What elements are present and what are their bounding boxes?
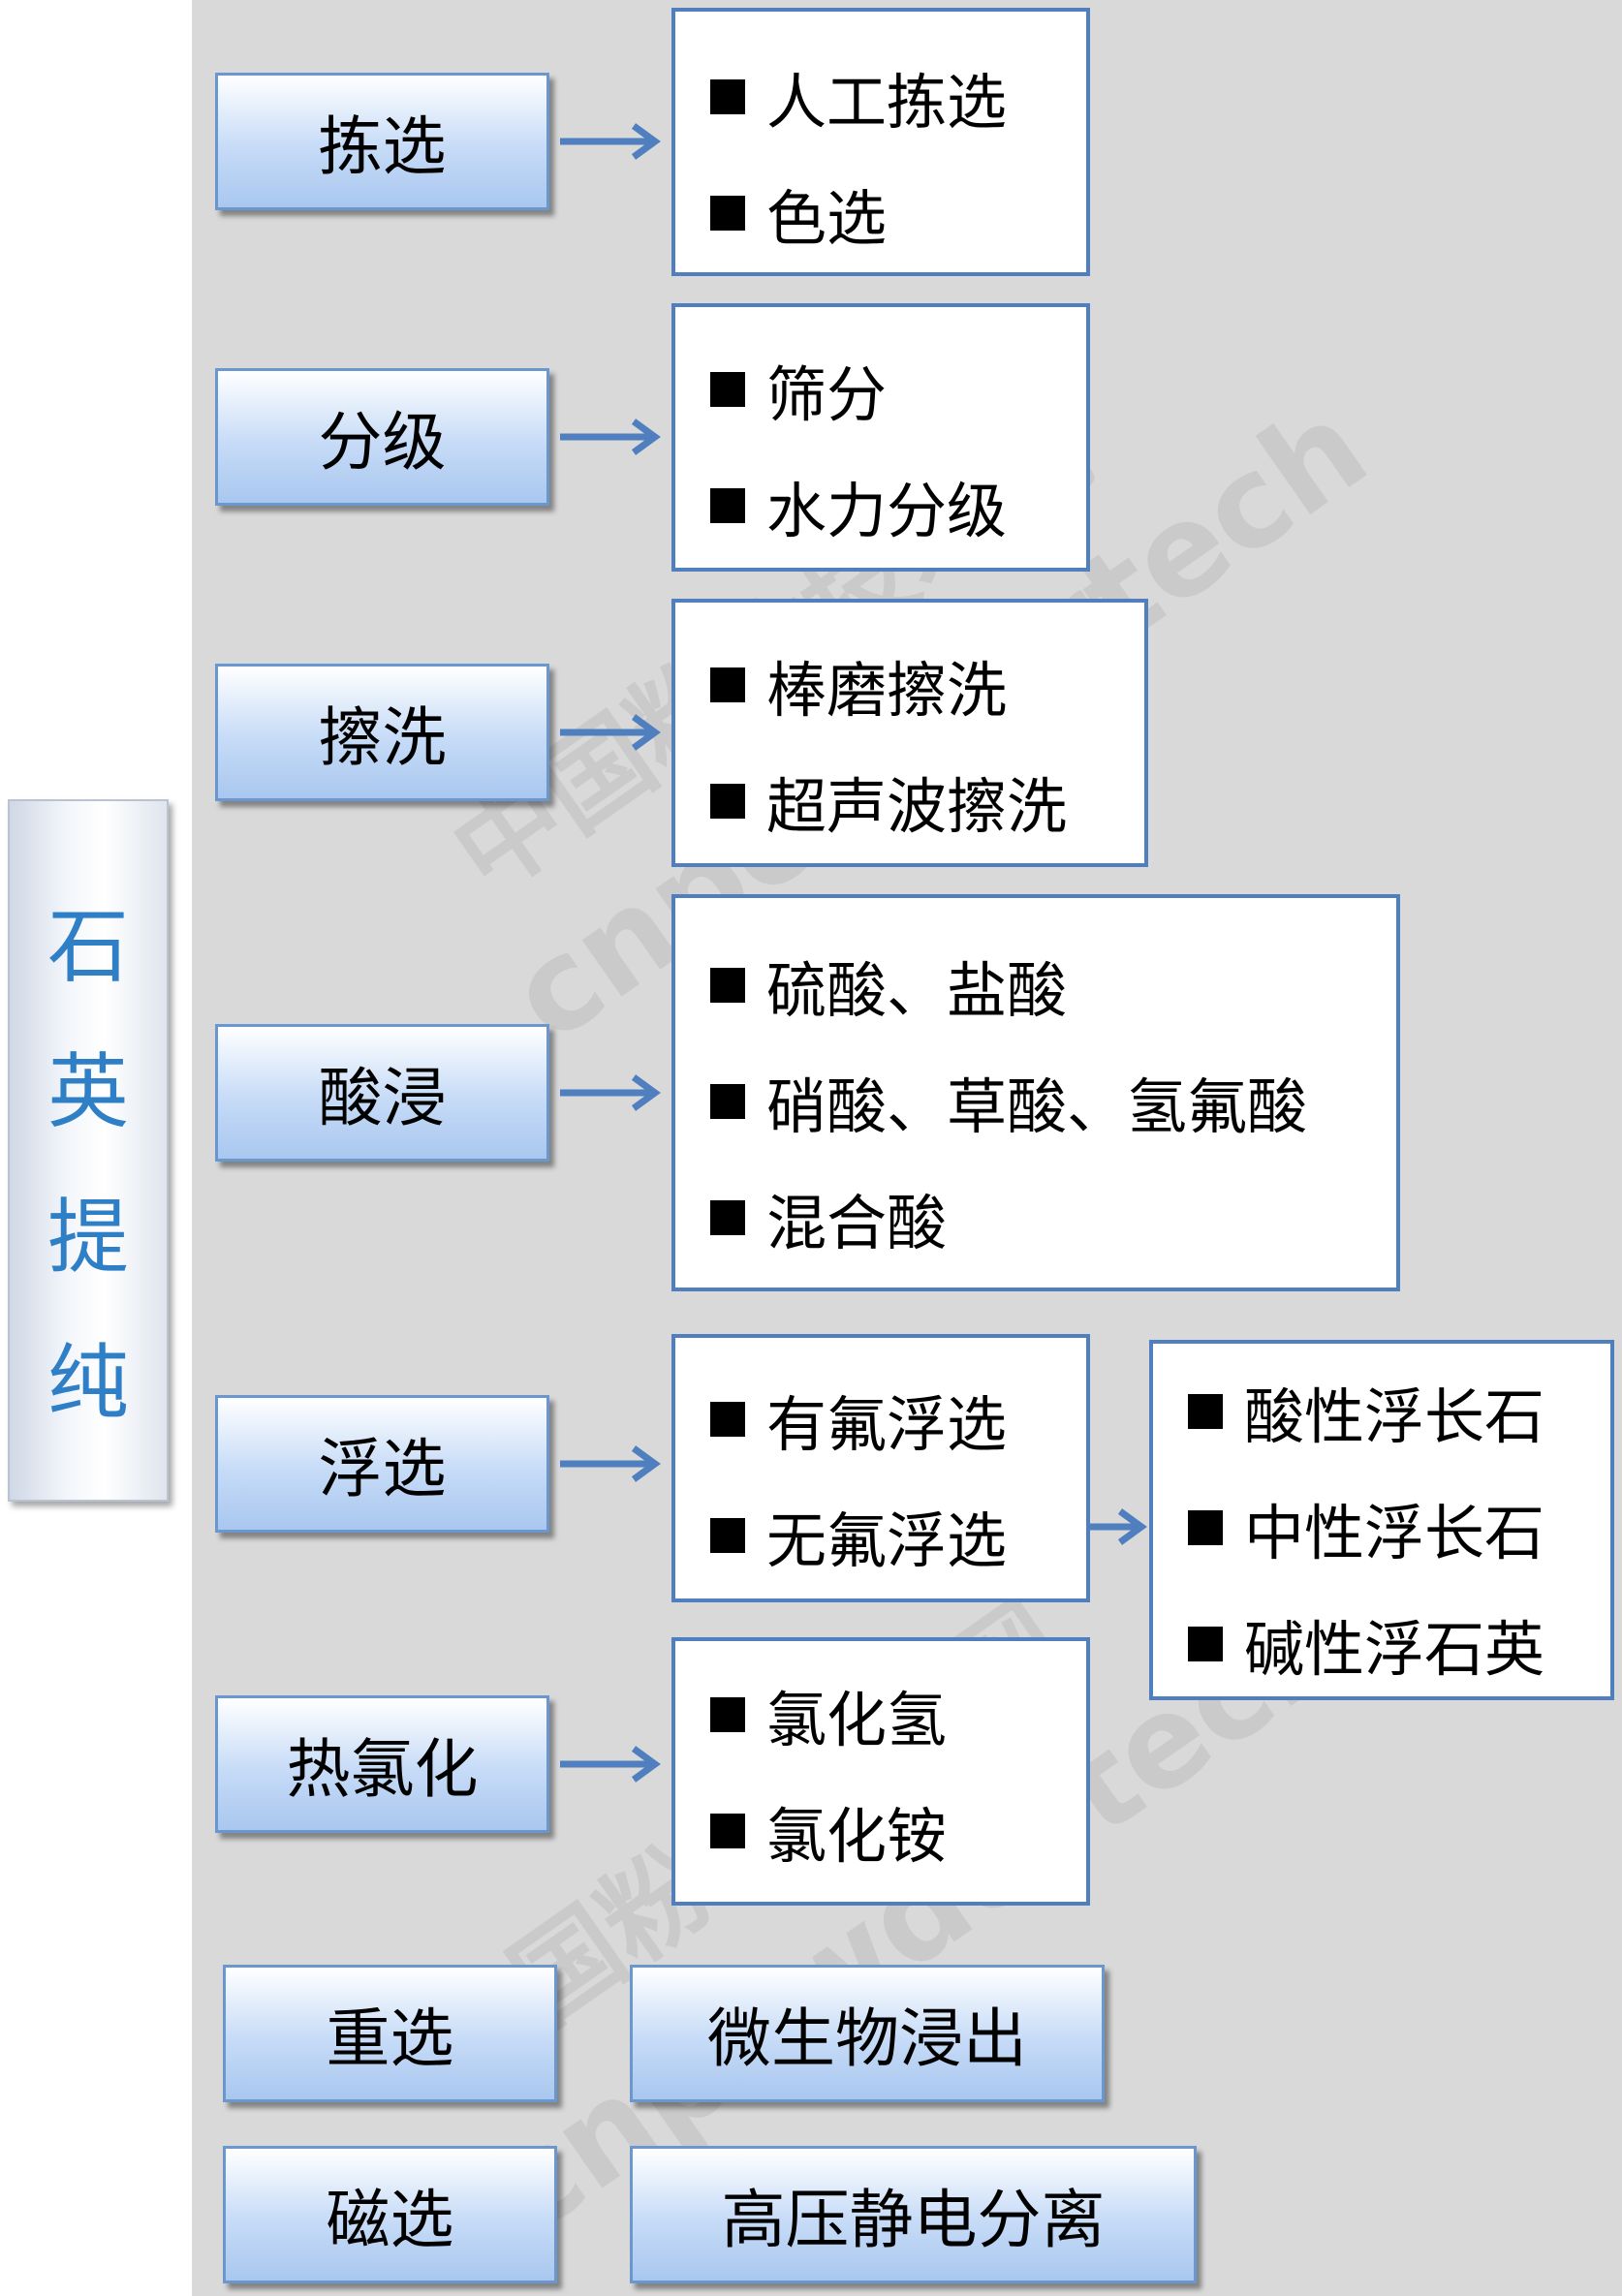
list-item: 有氟浮选	[710, 1381, 1007, 1460]
list-item: 硝酸、草酸、氢氟酸	[710, 1063, 1307, 1142]
list-item: 混合酸	[710, 1179, 947, 1258]
list-item: 碱性浮石英	[1188, 1605, 1544, 1685]
square-bullet-icon	[710, 488, 745, 523]
square-bullet-icon	[710, 1200, 745, 1235]
method-label: 磁选	[326, 2183, 454, 2257]
root-node: 石 英 提 纯	[8, 799, 169, 1502]
square-bullet-icon	[710, 968, 745, 1003]
detail-box: 人工拣选 色选	[671, 8, 1090, 276]
item-label: 中性浮长石	[1244, 1498, 1545, 1568]
square-bullet-icon	[710, 784, 745, 819]
item-label: 氯化氢	[766, 1685, 948, 1755]
item-label: 酸性浮长石	[1244, 1381, 1545, 1452]
square-bullet-icon	[710, 1402, 745, 1437]
item-label: 水力分级	[766, 476, 1008, 546]
list-item: 中性浮长石	[1188, 1489, 1544, 1568]
item-label: 硝酸、草酸、氢氟酸	[766, 1071, 1308, 1142]
list-item: 氯化铵	[710, 1792, 947, 1872]
method-box: 重选	[223, 1965, 557, 2102]
item-label: 色选	[766, 183, 888, 254]
item-label: 棒磨擦洗	[766, 655, 1008, 726]
list-item: 氯化氢	[710, 1676, 947, 1755]
square-bullet-icon	[1188, 1394, 1223, 1429]
item-label: 氯化铵	[766, 1801, 948, 1872]
detail-box: 酸性浮长石 中性浮长石 碱性浮石英	[1149, 1340, 1614, 1700]
item-label: 人工拣选	[766, 67, 1008, 138]
item-label: 筛分	[766, 359, 888, 430]
method-label: 微生物浸出	[707, 2001, 1027, 2076]
method-label: 高压静电分离	[721, 2183, 1106, 2257]
method-box: 浮选	[215, 1395, 549, 1533]
square-bullet-icon	[1188, 1510, 1223, 1545]
method-box: 擦洗	[215, 664, 549, 801]
method-label: 热氯化	[286, 1732, 479, 1807]
item-label: 硫酸、盐酸	[766, 955, 1068, 1026]
root-char: 石	[47, 899, 129, 994]
list-item: 超声波擦洗	[710, 762, 1067, 842]
item-label: 碱性浮石英	[1244, 1614, 1545, 1685]
square-bullet-icon	[710, 196, 745, 231]
list-item: 色选	[710, 174, 887, 254]
item-label: 混合酸	[766, 1188, 948, 1258]
method-box: 微生物浸出	[630, 1965, 1105, 2102]
list-item: 人工拣选	[710, 58, 1007, 138]
method-box: 拣选	[215, 73, 549, 210]
method-label: 重选	[326, 2001, 454, 2076]
root-char: 纯	[47, 1335, 129, 1430]
square-bullet-icon	[710, 1697, 745, 1732]
root-char: 提	[47, 1190, 129, 1285]
method-box: 分级	[215, 368, 549, 506]
method-label: 拣选	[318, 109, 447, 184]
item-label: 有氟浮选	[766, 1389, 1008, 1460]
square-bullet-icon	[710, 1084, 745, 1119]
detail-box: 硫酸、盐酸 硝酸、草酸、氢氟酸 混合酸	[671, 894, 1400, 1291]
square-bullet-icon	[710, 1518, 745, 1553]
square-bullet-icon	[710, 79, 745, 114]
detail-box: 筛分 水力分级	[671, 303, 1090, 572]
arrow-icon	[560, 1445, 661, 1482]
list-item: 筛分	[710, 351, 887, 430]
detail-box: 有氟浮选 无氟浮选	[671, 1334, 1090, 1602]
square-bullet-icon	[710, 1814, 745, 1848]
method-box: 酸浸	[215, 1024, 549, 1162]
root-char: 英	[47, 1044, 129, 1139]
method-label: 浮选	[318, 1432, 447, 1506]
item-label: 无氟浮选	[766, 1505, 1008, 1576]
detail-box: 氯化氢 氯化铵	[671, 1637, 1090, 1906]
list-item: 无氟浮选	[710, 1497, 1007, 1576]
list-item: 酸性浮长石	[1188, 1373, 1544, 1452]
arrow-icon	[560, 1074, 661, 1111]
square-bullet-icon	[1188, 1627, 1223, 1661]
method-box: 磁选	[223, 2146, 557, 2283]
method-label: 酸浸	[318, 1061, 447, 1135]
list-item: 棒磨擦洗	[710, 646, 1007, 726]
arrow-icon	[560, 419, 661, 455]
arrow-icon	[560, 123, 661, 160]
list-item: 水力分级	[710, 467, 1007, 546]
arrow-icon	[560, 1746, 661, 1783]
arrow-icon	[560, 714, 661, 751]
list-item: 硫酸、盐酸	[710, 946, 1067, 1026]
square-bullet-icon	[710, 372, 745, 407]
method-box: 热氯化	[215, 1695, 549, 1833]
item-label: 超声波擦洗	[766, 771, 1068, 842]
method-label: 分级	[318, 405, 447, 480]
square-bullet-icon	[710, 667, 745, 702]
detail-box: 棒磨擦洗 超声波擦洗	[671, 599, 1148, 867]
method-label: 擦洗	[318, 700, 447, 775]
method-box: 高压静电分离	[630, 2146, 1197, 2283]
